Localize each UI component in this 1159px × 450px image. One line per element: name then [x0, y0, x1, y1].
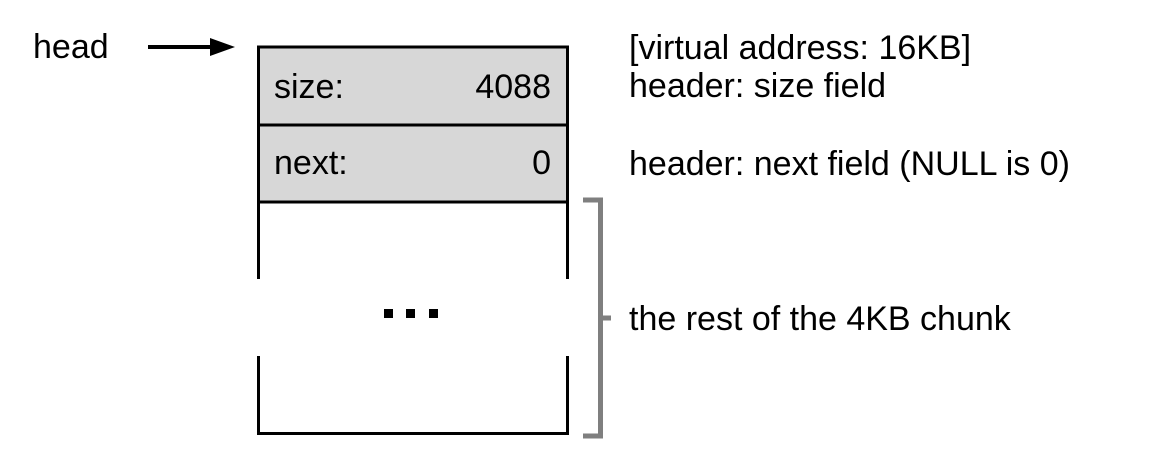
next-field-cell	[259, 125, 567, 202]
head-pointer-label: head	[33, 28, 109, 66]
right-bracket-icon	[583, 197, 611, 439]
size-header-annotation: header: size field	[629, 67, 887, 105]
rest-of-chunk-annotation: the rest of the 4KB chunk	[629, 300, 1011, 338]
size-field-value: 4088	[475, 68, 551, 106]
virtual-address-annotation: [virtual address: 16KB]	[629, 29, 972, 67]
next-field-value: 0	[532, 144, 551, 182]
size-field-label: size:	[274, 68, 344, 106]
next-field-label: next:	[274, 144, 348, 182]
next-header-annotation: header: next field (NULL is 0)	[629, 145, 1070, 183]
arrow-right-icon	[148, 38, 235, 56]
size-field-cell	[259, 48, 567, 125]
